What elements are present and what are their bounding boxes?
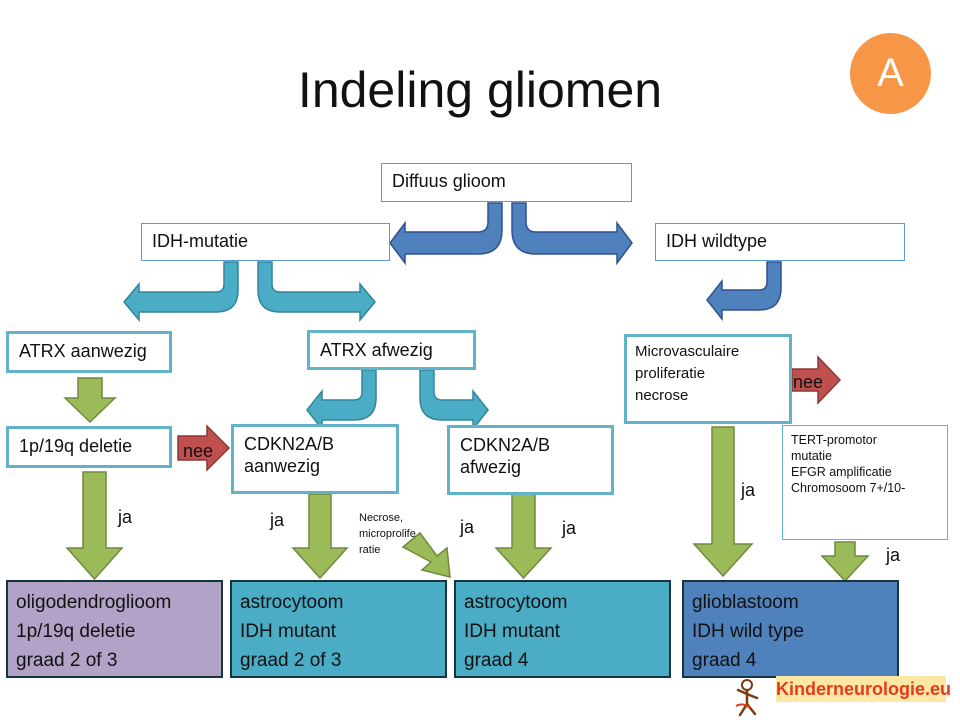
ja-label-oligo: ja	[118, 507, 133, 527]
down-arrow-deletie-to-oligo	[65, 471, 124, 581]
node-diffuus-glioom: Diffuus glioom	[381, 163, 632, 202]
result-glioblastoom: glioblastoom IDH wild type graad 4	[682, 580, 899, 678]
node-cdkn-afwezig: CDKN2A/B afwezig	[447, 425, 614, 495]
cdkn-afwezig-line-1: CDKN2A/B	[460, 435, 551, 455]
page-title: Indeling gliomen	[297, 62, 663, 118]
curved-arrow-right-idh-wildtype	[511, 202, 633, 266]
down-arrow-micro-to-gbm	[692, 426, 754, 578]
result-line: IDH mutant	[240, 621, 337, 642]
result-line: IDH mutant	[464, 621, 561, 642]
result-astrocytoom-graad-2-3: astrocytoom IDH mutant graad 2 of 3	[230, 580, 447, 678]
result-line: IDH wild type	[692, 621, 804, 642]
tert-line-3: EFGR amplificatie	[791, 465, 892, 479]
micro-line-3: necrose	[635, 387, 689, 404]
necrose-note-line-1: Necrose,	[359, 512, 404, 524]
node-idh-mutatie: IDH-mutatie	[141, 223, 390, 261]
curved-arrow-right-atrx-afwezig	[257, 261, 376, 323]
result-line: astrocytoom	[240, 592, 344, 613]
ja-label-necrose: ja	[460, 517, 475, 537]
down-arrow-cdkn-aanwezig-to-astro	[291, 493, 349, 580]
result-line: glioblastoom	[692, 592, 799, 613]
logo-text[interactable]: Kinderneurologie.eu	[776, 676, 951, 702]
node-atrx-afwezig: ATRX afwezig	[307, 330, 476, 370]
result-line: oligodendroglioom	[16, 592, 172, 613]
micro-line-1: Microvasculaire	[635, 343, 740, 360]
node-tert: TERT-promotor mutatie EFGR amplificatie …	[782, 425, 948, 540]
down-arrow-atrx-to-deletie	[63, 377, 117, 424]
nee-arrow-deletie-to-cdkn	[177, 424, 231, 472]
result-line: graad 4	[464, 650, 529, 671]
down-arrow-tert-to-gbm	[820, 541, 870, 583]
result-line: astrocytoom	[464, 592, 568, 613]
node-microvasculaire: Microvasculaire proliferatie necrose	[624, 334, 792, 424]
cdkn-aanwezig-line-1: CDKN2A/B	[244, 434, 335, 454]
ja-label-gbm: ja	[741, 480, 756, 500]
curved-arrow-left-idh-mutatie	[389, 202, 503, 266]
result-line: graad 4	[692, 650, 757, 671]
necrose-note: Necrose, microprolife ratie	[359, 510, 439, 558]
ja-label-astro4: ja	[562, 518, 577, 538]
tert-line-1: TERT-promotor	[791, 433, 877, 447]
node-idh-wildtype: IDH wildtype	[655, 223, 905, 261]
down-arrow-cdkn-afwezig-to-astro4	[494, 493, 553, 580]
ja-label-astro: ja	[270, 510, 285, 530]
necrose-note-line-2: microprolife	[359, 528, 416, 540]
curved-arrow-down-left-micro	[706, 261, 782, 322]
node-atrx-aanwezig: ATRX aanwezig	[6, 331, 172, 373]
cdkn-aanwezig-line-2: aanwezig	[244, 456, 321, 476]
result-line: 1p/19q deletie	[16, 621, 136, 642]
result-line: graad 2 of 3	[16, 650, 118, 671]
result-astrocytoom-graad-4: astrocytoom IDH mutant graad 4	[454, 580, 671, 678]
tert-line-2: mutatie	[791, 449, 832, 463]
diagonal-arrow-necrose-to-astro4	[401, 531, 451, 578]
necrose-note-line-3: ratie	[359, 544, 381, 556]
cdkn-afwezig-line-2: afwezig	[460, 457, 522, 477]
result-line: graad 2 of 3	[240, 650, 342, 671]
tert-line-4: Chromosoom 7+/10-	[791, 481, 906, 495]
logo-figure-icon	[733, 678, 765, 718]
section-badge: A	[850, 33, 931, 114]
micro-line-2: proliferatie	[635, 365, 706, 382]
node-cdkn-aanwezig: CDKN2A/B aanwezig	[231, 424, 399, 494]
node-1p19q-deletie: 1p/19q deletie	[6, 426, 172, 468]
result-oligodendroglioom: oligodendroglioom 1p/19q deletie graad 2…	[6, 580, 223, 678]
nee-label-micro: nee	[793, 372, 824, 392]
curved-arrow-right-cdkn-afwezig	[419, 369, 489, 432]
curved-arrow-left-atrx-aanwezig	[123, 261, 239, 323]
nee-label-deletie: nee	[183, 441, 214, 461]
ja-label-tert: ja	[886, 545, 901, 565]
curved-arrow-left-cdkn-aanwezig	[306, 369, 377, 432]
nee-arrow-micro-to-tert	[791, 355, 842, 405]
